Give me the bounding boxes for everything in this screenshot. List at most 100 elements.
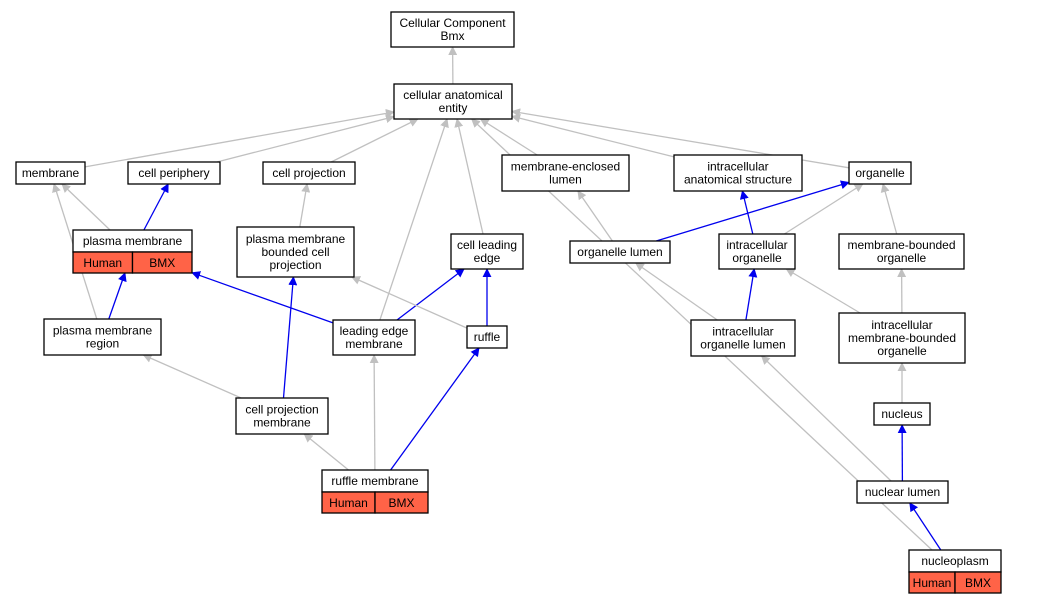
node-label: organelle lumen xyxy=(577,245,662,259)
node-nucleus[interactable]: nucleus xyxy=(873,402,931,426)
node-box xyxy=(718,233,796,270)
node-organelle-lumen[interactable]: organelle lumen xyxy=(569,240,671,264)
annotation-cell xyxy=(374,491,429,514)
node-cell-projection[interactable]: cell projection xyxy=(262,161,356,185)
node-label: Cellular Component xyxy=(399,16,506,30)
edge-intracellular_organelle-to-organelle-is-a xyxy=(784,183,864,235)
node-label: nuclear lumen xyxy=(865,485,940,499)
node-box xyxy=(873,402,931,426)
node-box xyxy=(673,154,803,192)
edge-cpm-to-pmr-is-a xyxy=(142,354,242,399)
node-label: plasma membrane xyxy=(246,232,346,246)
node-label: edge xyxy=(474,251,501,265)
node-box xyxy=(450,233,524,270)
node-box xyxy=(393,83,513,120)
node-label: nucleus xyxy=(881,407,922,421)
node-label: cell projection xyxy=(272,166,345,180)
node-label: plasma membrane xyxy=(83,234,183,248)
node-label: ruffle membrane xyxy=(331,474,418,488)
node-label: Bmx xyxy=(441,29,465,43)
node-label: membrane xyxy=(22,166,80,180)
node-box xyxy=(466,325,508,349)
node-box xyxy=(236,226,355,278)
node-label: intracellular xyxy=(726,238,787,252)
node-label: lumen xyxy=(549,173,582,187)
node-organelle[interactable]: organelle xyxy=(848,161,912,185)
node-ruffle[interactable]: ruffle xyxy=(466,325,508,349)
edge-organelle_lumen-to-organelle-part-of xyxy=(656,180,850,242)
node-label: cell periphery xyxy=(138,166,209,180)
edge-ruffle_membrane-to-cpm-is-a xyxy=(303,433,349,471)
node-label: plasma membrane xyxy=(53,324,153,338)
node-label: nucleoplasm xyxy=(921,554,988,568)
node-label: bounded cell xyxy=(261,245,329,259)
edge-mbo-to-organelle-is-a xyxy=(880,183,898,235)
edge-intracellular_organelle-to-ias-part-of xyxy=(739,190,754,235)
node-box xyxy=(856,480,949,504)
node-label: cell projection xyxy=(245,403,318,417)
node-label: intracellular xyxy=(871,318,932,332)
node-label: organelle xyxy=(732,251,782,265)
node-label: organelle xyxy=(877,251,927,265)
edge-organelle_lumen-to-mel-is-a xyxy=(577,190,613,242)
edge-plasma_membrane-to-membrane-is-a xyxy=(61,183,111,231)
annotation-cell xyxy=(954,571,1002,594)
node-box xyxy=(838,312,966,364)
node-label: organelle xyxy=(877,344,927,358)
node-label: intracellular xyxy=(712,325,773,339)
node-box xyxy=(43,318,162,356)
node-label: leading edge xyxy=(340,324,409,338)
edge-cell_projection-to-cae-is-a xyxy=(330,118,419,163)
annotation-label: BMX xyxy=(149,256,175,270)
edge-iol-to-organelle_lumen-is-a xyxy=(634,262,718,321)
node-box xyxy=(838,233,965,270)
edge-iol-to-intracellular_organelle-part-of xyxy=(745,268,758,321)
edge-ruffle-to-pmbcp-is-a xyxy=(350,276,468,329)
node-nuclear-lumen[interactable]: nuclear lumen xyxy=(856,480,949,504)
node-box xyxy=(690,319,796,357)
edge-lem-to-cle-part-of xyxy=(396,268,465,321)
node-label: membrane-enclosed xyxy=(511,160,620,174)
edge-ruffle_membrane-to-lem-is-a xyxy=(369,354,379,471)
node-box xyxy=(390,11,515,48)
node-label: organelle lumen xyxy=(700,338,785,352)
node-label: entity xyxy=(439,101,468,115)
edges-layer xyxy=(52,46,942,551)
node-box xyxy=(501,154,630,192)
node-label: anatomical structure xyxy=(684,173,792,187)
node-label: membrane-bounded xyxy=(848,331,956,345)
node-label: cellular anatomical xyxy=(403,88,502,102)
annotation-label: Human xyxy=(913,576,952,590)
node-label: membrane xyxy=(345,337,403,351)
node-box xyxy=(569,240,671,264)
edge-cell_periphery-to-cae-is-a xyxy=(216,114,395,163)
node-membrane[interactable]: membrane xyxy=(15,161,86,185)
edge-lem-to-cae-is-a xyxy=(379,118,449,321)
node-label: membrane xyxy=(253,416,311,430)
node-label: ruffle xyxy=(474,330,501,344)
edge-membrane-to-cae-is-a xyxy=(84,108,395,168)
edge-nucleoplasm-to-nuclear_lumen-part-of xyxy=(909,502,942,551)
node-cell-periphery[interactable]: cell periphery xyxy=(127,161,221,185)
annotation-label: Human xyxy=(329,496,368,510)
node-label: region xyxy=(86,337,119,351)
edge-pmbcp-to-cell_projection-is-a xyxy=(299,183,311,228)
